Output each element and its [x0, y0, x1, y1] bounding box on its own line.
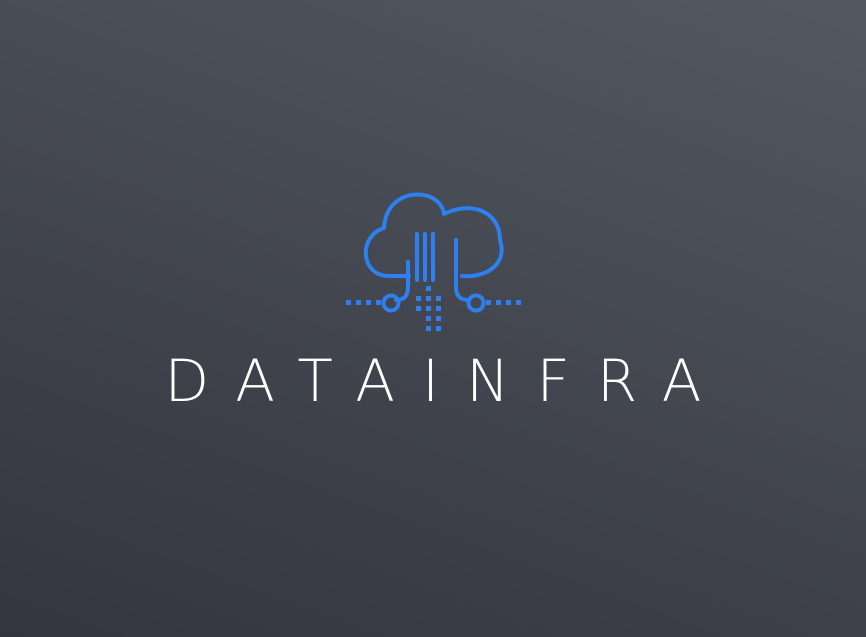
brand-wordmark: DATAINFRA — [164, 347, 729, 415]
cloud-data-circuit-icon — [346, 192, 521, 331]
